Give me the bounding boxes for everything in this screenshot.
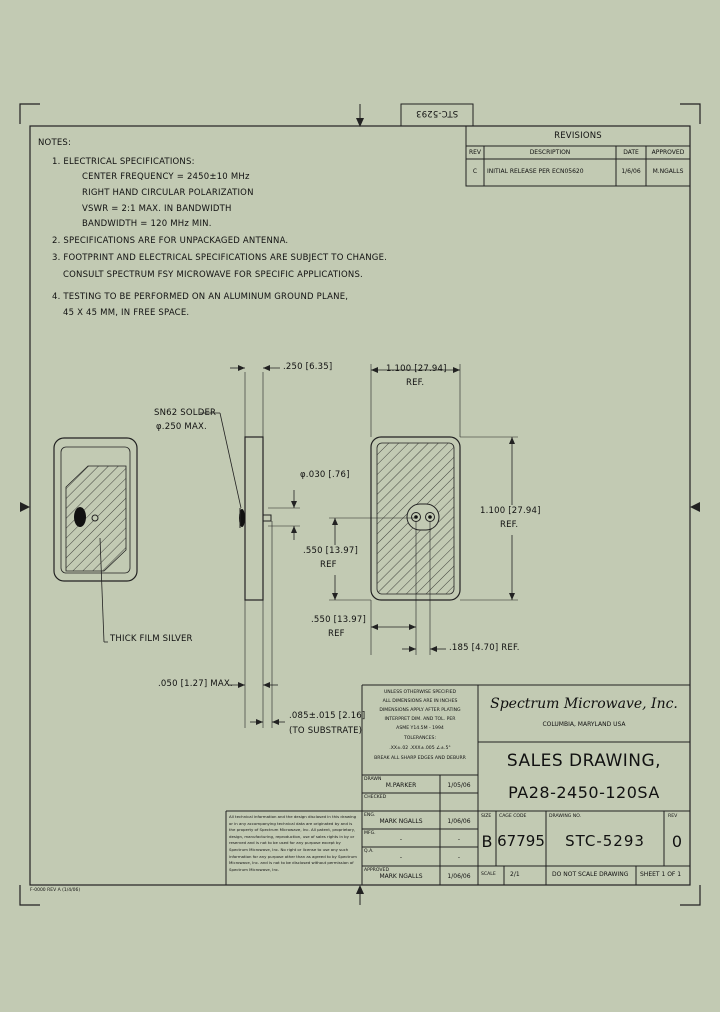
scale-label: SCALE <box>481 872 496 877</box>
top-drawing-number: STC-5293 <box>415 108 459 118</box>
sign-label: MFG. <box>364 831 376 836</box>
revisions-title: REVISIONS <box>554 131 602 141</box>
note-line: CENTER FREQUENCY = 2450±10 MHz <box>82 172 250 182</box>
tolerance-line: ALL DIMENSIONS ARE IN INCHES <box>382 699 458 704</box>
sign-label: CHECKED <box>364 795 387 800</box>
notes-title: NOTES: <box>38 138 72 148</box>
sign-date: 1/05/06 <box>447 782 471 789</box>
to-substrate-label: (TO SUBSTRATE) <box>289 726 363 736</box>
corner-marks <box>19 103 701 906</box>
note-line: 4. TESTING TO BE PERFORMED ON AN ALUMINU… <box>52 292 349 302</box>
dim-1100-side: 1.100 [27.94] <box>480 506 541 516</box>
scale-value: 2/1 <box>510 871 520 878</box>
solder-label: SN62 SOLDER <box>154 408 217 418</box>
sign-label: ENG. <box>364 813 376 818</box>
tolerance-line: .XX±.02 .XXX±.005 ∠±.5° <box>389 746 451 751</box>
drawing-title-2: PA28-2450-120SA <box>508 783 660 802</box>
front-view <box>53 437 138 643</box>
description-header: DESCRIPTION <box>529 149 571 156</box>
tolerance-line: BREAK ALL SHARP EDGES AND DEBURR <box>374 756 466 761</box>
top-view <box>329 364 518 655</box>
rev-header: REV <box>468 149 482 156</box>
dim-185: .185 [4.70] REF. <box>449 643 520 653</box>
ref-label: REF <box>320 560 337 570</box>
sign-date: - <box>457 854 461 861</box>
dim-1100-top: 1.100 [27.94] <box>386 364 447 374</box>
sign-label: DRAWN <box>364 777 382 782</box>
date-value: 1/6/06 <box>621 168 641 175</box>
date-header: DATE <box>623 149 639 156</box>
tolerance-line: ASME Y14.5M - 1994 <box>396 726 444 731</box>
note-line: BANDWIDTH = 120 MHz MIN. <box>82 219 212 229</box>
side-view <box>200 365 300 728</box>
rev-value: 0 <box>671 832 683 851</box>
ref-label: REF. <box>406 378 425 388</box>
tolerance-line: UNLESS OTHERWISE SPECIFIED <box>383 690 457 695</box>
title-block-lines <box>225 684 690 885</box>
size-label: SIZE <box>481 814 492 819</box>
ref-label: REF. <box>500 520 519 530</box>
drawing-number-value: STC-5293 <box>565 832 645 850</box>
proprietary-notice: All technical information and the design… <box>229 814 357 872</box>
size-value: B <box>481 832 493 851</box>
tolerance-line: INTERPRET DIM. AND TOL. PER <box>384 717 456 722</box>
dim-550-horizontal: .550 [13.97] <box>311 615 366 625</box>
sign-label: APPROVED <box>364 868 389 873</box>
dim-050: .050 [1.27] MAX. <box>158 679 233 689</box>
cage-code-label: CAGE CODE <box>499 814 527 819</box>
tolerance-line: DIMENSIONS APPLY AFTER PLATING <box>379 708 461 713</box>
cage-code-value: 67795 <box>497 832 545 850</box>
sign-label: Q.A. <box>364 849 374 854</box>
sign-date: 1/06/06 <box>447 818 471 825</box>
note-line: 45 X 45 MM, IN FREE SPACE. <box>63 308 190 318</box>
dim-085: .085±.015 [2.16] <box>289 711 366 721</box>
form-number: F-0000 REV A (1/4/06) <box>30 888 81 893</box>
dim-030: φ.030 [.76] <box>300 470 350 480</box>
sign-date: - <box>457 836 461 843</box>
drawing-title-1: SALES DRAWING, <box>506 751 662 771</box>
sign-name: - <box>399 854 403 861</box>
sign-name: MARK NGALLS <box>379 818 423 825</box>
ref-label: REF <box>328 629 345 639</box>
approved-header: APPROVED <box>651 149 685 156</box>
center-arrows <box>20 104 700 905</box>
sign-name: MARK NGALLS <box>379 873 423 880</box>
sign-name: - <box>399 836 403 843</box>
do-not-scale: DO NOT SCALE DRAWING <box>552 871 629 878</box>
note-line: CONSULT SPECTRUM FSY MICROWAVE FOR SPECI… <box>63 270 363 280</box>
approved-value: M.NGALLS <box>652 168 684 175</box>
description-value: INITIAL RELEASE PER ECN05620 <box>487 168 584 175</box>
main-border <box>29 125 691 886</box>
drawing-number-label: DRAWING NO. <box>549 814 582 819</box>
company-name: Spectrum Microwave, Inc. <box>490 696 678 712</box>
revisions-table <box>465 125 691 187</box>
note-line: 2. SPECIFICATIONS ARE FOR UNPACKAGED ANT… <box>52 236 289 246</box>
note-line: RIGHT HAND CIRCULAR POLARIZATION <box>82 188 254 198</box>
note-line: 3. FOOTPRINT AND ELECTRICAL SPECIFICATIO… <box>52 253 388 263</box>
dim-550-vertical: .550 [13.97] <box>303 546 358 556</box>
company-location: COLUMBIA, MARYLAND USA <box>542 721 626 728</box>
rev-label: REV <box>668 814 678 819</box>
sign-date: 1/06/06 <box>447 873 471 880</box>
dim-250: .250 [6.35] <box>283 362 333 372</box>
thick-film-label: THICK FILM SILVER <box>110 634 193 644</box>
sheet-number: SHEET 1 OF 1 <box>640 871 682 878</box>
tolerance-line: TOLERANCES: <box>403 736 437 741</box>
note-line: 1. ELECTRICAL SPECIFICATIONS: <box>52 157 195 167</box>
rev-value: C <box>472 168 478 175</box>
note-line: VSWR = 2:1 MAX. IN BANDWIDTH <box>82 204 232 214</box>
sign-name: M.PARKER <box>385 782 417 789</box>
solder-diameter: φ.250 MAX. <box>156 422 207 432</box>
